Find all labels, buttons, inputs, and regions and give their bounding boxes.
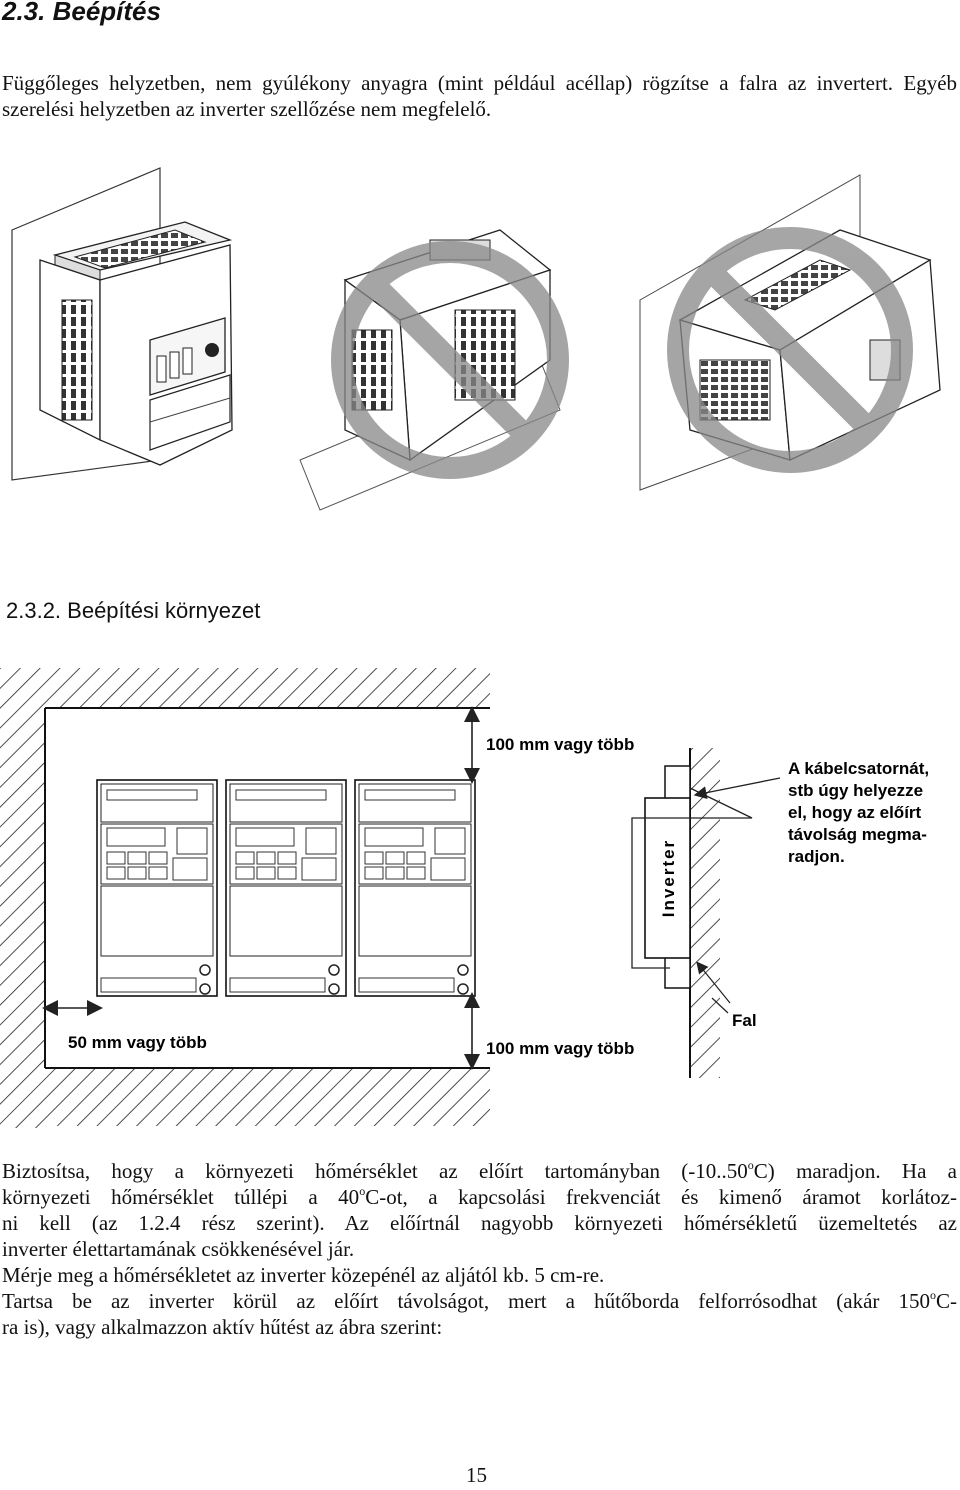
body-line-5: Mérje meg a hőmérsékletet az inverter kö… — [2, 1263, 605, 1287]
note-line-3: el, hogy az előírt — [788, 803, 922, 822]
body-line-7: ra is), vagy alkalmazzon aktív hűtést az… — [2, 1315, 443, 1339]
cabinet-walls — [0, 668, 490, 1128]
top-clearance-label: 100 mm vagy több — [486, 735, 634, 754]
subsection-title: 2.3.2. Beépítési környezet — [6, 598, 261, 623]
page-number: 15 — [466, 1463, 487, 1487]
body-line-4: inverter élettartamának csökkenésével já… — [2, 1237, 355, 1261]
note-line-5: radjon. — [788, 847, 845, 866]
side-clearance-label: 50 mm vagy több — [68, 1033, 207, 1052]
mounting-orientation-figure — [11, 167, 941, 511]
intro-line-2: invertert. Egyéb szerelési helyzetben az… — [2, 71, 958, 121]
bottom-clearance-label: 100 mm vagy több — [486, 1039, 634, 1058]
note-line-4: távolság megma- — [788, 825, 927, 844]
body-line-6: Tartsa be az inverter körül az előírt tá… — [2, 1288, 957, 1313]
environment-paragraph: Biztosítsa, hogy a környezeti hőmérsékle… — [2, 1158, 957, 1340]
section-title: 2.3. Beépítés — [2, 0, 161, 26]
inverter-unit-3 — [354, 779, 476, 997]
wall-label: Fal — [732, 1011, 757, 1030]
body-line-3: ni kell (az 1.2.4 rész szerint). Az előí… — [2, 1211, 957, 1235]
correct-vertical-mount — [11, 167, 233, 481]
body-line-1: Biztosítsa, hogy a környezeti hőmérsékle… — [2, 1158, 957, 1183]
body-line-2: környezeti hőmérséklet túllépi a 40oC-ot… — [2, 1184, 957, 1209]
side-view: Inverter — [631, 748, 781, 1078]
clearance-diagram: 100 mm vagy több 100 mm vagy több 50 mm … — [0, 668, 929, 1128]
note-line-2: stb úgy helyezze — [788, 781, 923, 800]
prohibited-sign-2 — [667, 227, 913, 473]
inverter-unit-2 — [225, 779, 347, 997]
inverter-unit-1 — [96, 779, 218, 997]
intro-line-1: Függőleges helyzetben, nem gyúlékony any… — [2, 71, 807, 95]
intro-paragraph: Függőleges helyzetben, nem gyúlékony any… — [2, 70, 957, 122]
inverter-label: Inverter — [659, 839, 678, 917]
prohibited-sign-1 — [331, 241, 569, 479]
note-line-1: A kábelcsatornát, — [788, 759, 929, 778]
cable-duct-note: A kábelcsatornát, stb úgy helyezze el, h… — [788, 759, 929, 866]
